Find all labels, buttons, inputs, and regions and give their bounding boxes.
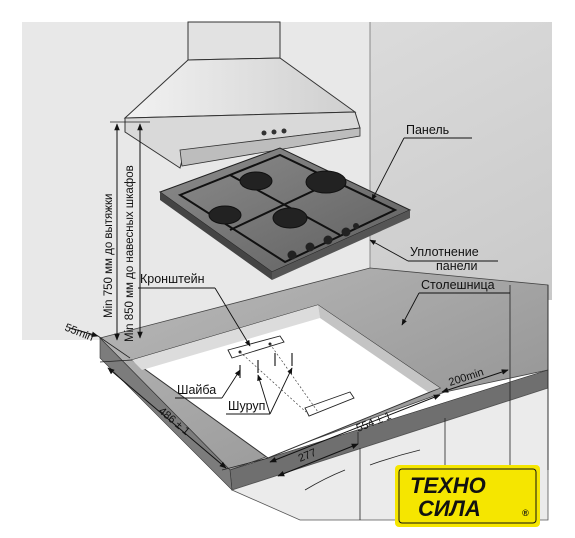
svg-text:®: ® xyxy=(522,508,529,518)
cabinet-distance-label: Min 850 мм до навесных шкафов xyxy=(124,165,136,342)
tekhnosila-logo: ТЕХНО СИЛА ® xyxy=(395,465,540,527)
control-knobs xyxy=(287,223,359,260)
side-margin-dimension xyxy=(441,369,509,393)
washer-label: Шайба xyxy=(177,383,216,397)
seal-label-line2: панели xyxy=(436,259,477,273)
burners xyxy=(208,170,347,229)
edge-margin-dimension xyxy=(69,327,131,359)
cooker-hood xyxy=(123,21,361,169)
hood-distance-label: Min 750 мм до вытяжки xyxy=(103,194,115,318)
countertop-label: Столешница xyxy=(421,278,495,292)
panel-label: Панель xyxy=(406,123,449,137)
depth-dimension xyxy=(99,359,269,471)
bracket-label: Кронштейн xyxy=(140,272,205,286)
width-dimension xyxy=(269,394,441,477)
svg-text:ТЕХНО: ТЕХНО xyxy=(410,473,486,498)
gas-hob xyxy=(158,147,412,280)
svg-text:СИЛА: СИЛА xyxy=(418,496,481,521)
seal-label-line1: Уплотнение xyxy=(410,245,479,259)
screw-label: Шуруп xyxy=(228,399,265,413)
height-dimension-lines xyxy=(110,121,150,341)
